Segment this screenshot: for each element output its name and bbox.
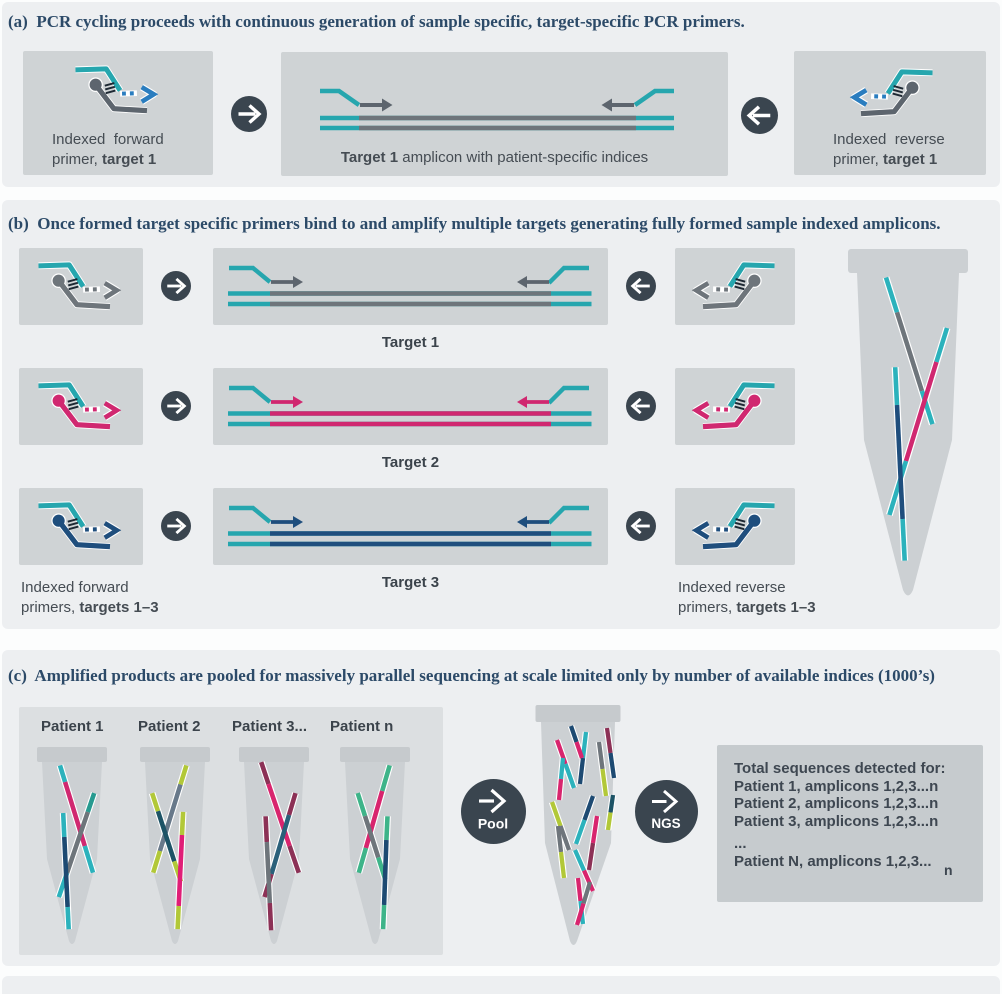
svg-text:NGS: NGS (651, 816, 680, 831)
svg-text:Pool: Pool (478, 816, 508, 832)
